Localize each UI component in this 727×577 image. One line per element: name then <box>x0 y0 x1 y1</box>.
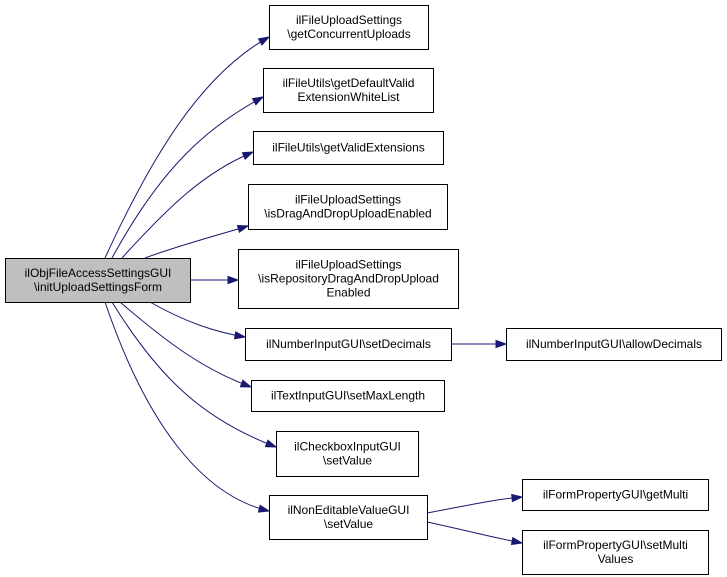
node-n3[interactable]: ilFileUtils\getValidExtensions <box>253 131 444 165</box>
edge-root-to-n8 <box>119 301 253 388</box>
node-label-line: ilNumberInputGUI\allowDecimals <box>526 337 702 351</box>
node-box <box>5 258 191 303</box>
edge-line <box>121 151 254 259</box>
edge-root-to-n9 <box>111 301 278 448</box>
arrowhead <box>510 536 524 546</box>
node-label-line: ilNonEditableValueGUI <box>288 503 410 517</box>
node-box <box>253 131 444 165</box>
root-node[interactable]: ilObjFileAccessSettingsGUI\initUploadSet… <box>5 258 191 303</box>
node-label-line: Enabled <box>326 286 370 300</box>
edge-n6-to-n7 <box>451 339 508 349</box>
node-box <box>238 249 459 309</box>
node-box <box>269 5 429 50</box>
node-label-line: ilObjFileAccessSettingsGUI <box>25 266 172 280</box>
node-label-line: \initUploadSettingsForm <box>34 280 162 294</box>
node-label-line: \setValue <box>324 517 373 531</box>
node-n2[interactable]: ilFileUtils\getDefaultValidExtensionWhit… <box>263 68 434 113</box>
node-label-line: ilFormPropertyGUI\setMulti <box>543 538 688 552</box>
node-label-line: \setValue <box>323 454 372 468</box>
arrowhead <box>236 225 250 234</box>
node-box <box>245 328 452 361</box>
edge-root-to-n2 <box>111 96 265 259</box>
edge-root-to-n5 <box>190 275 240 285</box>
node-box <box>248 184 448 230</box>
arrowhead <box>257 504 271 513</box>
node-box <box>276 431 419 477</box>
edge-root-to-n1 <box>104 36 271 259</box>
node-box <box>522 530 709 575</box>
arrowhead <box>251 96 265 106</box>
node-label-line: \getConcurrentUploads <box>287 27 410 41</box>
node-box <box>251 380 445 412</box>
edge-n10-to-n12 <box>426 521 524 546</box>
edges-layer <box>104 36 524 546</box>
node-box <box>269 495 428 540</box>
node-label-line: ExtensionWhiteList <box>297 90 400 104</box>
node-label-line: ilNumberInputGUI\setDecimals <box>266 337 431 351</box>
arrowhead <box>264 439 278 448</box>
edge-line <box>104 301 270 512</box>
edge-line <box>426 496 523 514</box>
arrowhead <box>227 275 240 285</box>
arrowhead <box>495 339 508 349</box>
arrowhead <box>239 379 253 388</box>
arrowhead <box>241 151 255 160</box>
edge-root-to-n10 <box>104 301 271 513</box>
node-label-line: ilTextInputGUI\setMaxLength <box>271 389 425 403</box>
node-box <box>506 328 722 361</box>
node-label-line: ilFormPropertyGUI\getMulti <box>543 488 688 502</box>
node-n10[interactable]: ilNonEditableValueGUI\setValue <box>269 495 428 540</box>
edge-line <box>119 301 252 388</box>
edge-line <box>144 225 249 259</box>
edge-line <box>111 301 277 448</box>
node-label-line: \isDragAndDropUploadEnabled <box>264 207 431 221</box>
node-label-line: Values <box>598 552 634 566</box>
node-n1[interactable]: ilFileUploadSettings\getConcurrentUpload… <box>269 5 429 50</box>
edge-line <box>104 36 270 259</box>
node-label-line: ilFileUtils\getValidExtensions <box>272 141 425 155</box>
node-n9[interactable]: ilCheckboxInputGUI\setValue <box>276 431 419 477</box>
edge-line <box>111 96 264 259</box>
edge-root-to-n3 <box>121 151 255 259</box>
node-label-line: \isRepositoryDragAndDropUpload <box>258 272 439 286</box>
node-label-line: ilFileUtils\getDefaultValid <box>283 76 415 90</box>
edge-line <box>426 521 523 544</box>
arrowhead <box>233 331 247 340</box>
arrowhead <box>257 36 271 46</box>
node-n7[interactable]: ilNumberInputGUI\allowDecimals <box>506 328 722 361</box>
nodes-layer: ilObjFileAccessSettingsGUI\initUploadSet… <box>5 5 722 575</box>
node-box <box>263 68 434 113</box>
node-n11[interactable]: ilFormPropertyGUI\getMulti <box>522 479 709 511</box>
node-n5[interactable]: ilFileUploadSettings\isRepositoryDragAnd… <box>238 249 459 309</box>
edge-root-to-n6 <box>149 301 247 340</box>
node-n4[interactable]: ilFileUploadSettings\isDragAndDropUpload… <box>248 184 448 230</box>
edge-line <box>149 301 246 338</box>
edge-n10-to-n11 <box>426 493 524 514</box>
node-label-line: ilFileUploadSettings <box>296 13 402 27</box>
node-n8[interactable]: ilTextInputGUI\setMaxLength <box>251 380 445 412</box>
node-box <box>522 479 709 511</box>
node-label-line: ilFileUploadSettings <box>295 193 401 207</box>
node-label-line: ilCheckboxInputGUI <box>294 440 401 454</box>
edge-root-to-n4 <box>144 225 250 259</box>
node-label-line: ilFileUploadSettings <box>295 258 401 272</box>
node-n6[interactable]: ilNumberInputGUI\setDecimals <box>245 328 452 361</box>
arrowhead <box>511 493 524 503</box>
